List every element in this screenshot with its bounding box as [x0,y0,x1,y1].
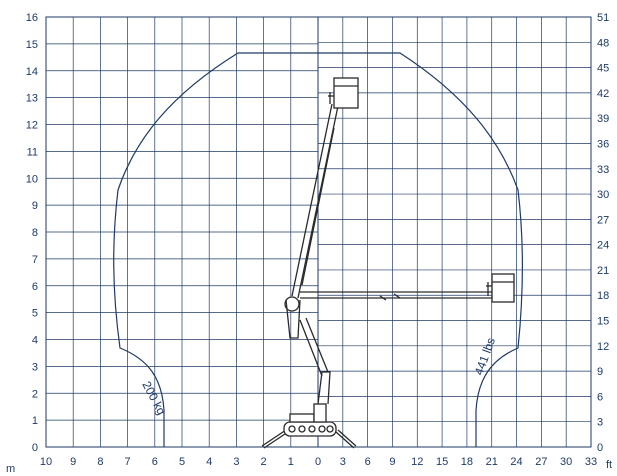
y-tick-label-ft: 3 [597,417,603,429]
x-tick-label-m: 6 [152,456,158,468]
turret [313,371,331,423]
lower-boom [284,296,329,377]
y-tick-label-m: 9 [32,200,38,212]
machine-illustration [261,77,515,449]
x-axis-right-ticks: 3 6 9 12 15 18 21 24 27 30 33 [340,456,597,468]
y-tick-label-ft: 0 [597,442,603,454]
y-tick-label-ft: 51 [597,12,609,24]
x-tick-label-ft: 21 [486,456,498,468]
x-tick-label-m: 3 [233,456,239,468]
x-tick-label-ft: 12 [411,456,423,468]
y-tick-label-m: 6 [32,281,38,293]
x-tick-label-m: 4 [206,456,212,468]
x-axis-unit-ft: ft [606,459,612,471]
x-tick-label-m: 5 [179,456,185,468]
upper-boom-raised [291,103,339,299]
x-tick-label-ft: 33 [585,456,597,468]
x-tick-label-m: 8 [97,456,103,468]
x-axis-unit-m: m [6,463,15,475]
y-tick-label-ft: 45 [597,63,609,75]
y-tick-label-m: 0 [32,442,38,454]
x-tick-label-m: 1 [288,456,294,468]
y-tick-label-ft: 48 [597,37,609,49]
y-tick-label-m: 4 [32,335,38,347]
basket-raised [328,77,359,109]
outrigger-left [261,429,289,449]
working-envelope [113,52,524,447]
y-tick-label-m: 3 [32,361,38,373]
y-tick-label-ft: 9 [597,366,603,378]
y-tick-label-ft: 30 [597,189,609,201]
y-tick-label-m: 1 [32,415,38,427]
y-tick-label-ft: 24 [597,240,609,252]
y-tick-label-m: 2 [32,388,38,400]
x-tick-label-m: 10 [40,456,52,468]
x-tick-label-ft: 9 [389,456,395,468]
y-tick-label-m: 11 [27,146,38,158]
y-tick-label-m: 8 [32,227,38,239]
y-tick-label-ft: 36 [597,138,609,150]
y-tick-label-ft: 42 [597,88,609,100]
y-tick-label-m: 13 [26,93,38,105]
y-tick-label-m: 14 [26,66,38,78]
x-tick-label-m: 2 [261,456,267,468]
upper-boom-horizontal [300,291,492,301]
y-tick-label-m: 5 [32,308,38,320]
x-tick-label-m: 0 [315,456,321,468]
y-tick-label-ft: 33 [597,164,609,176]
y-tick-label-m: 16 [26,12,38,24]
x-tick-label-m: 9 [70,456,76,468]
y-tick-label-m: 7 [32,254,38,266]
outrigger-right [335,429,357,449]
x-tick-label-ft: 15 [436,456,448,468]
y-tick-label-ft: 6 [597,391,603,403]
x-tick-label-ft: 27 [535,456,547,468]
x-tick-label-ft: 6 [365,456,371,468]
y-tick-label-ft: 27 [597,214,609,226]
x-tick-label-ft: 24 [510,456,522,468]
y-tick-label-ft: 18 [597,290,609,302]
y-tick-label-m: 12 [26,120,38,132]
basket-horizontal [486,273,515,303]
y-tick-label-m: 10 [26,173,38,185]
y-tick-label-ft: 12 [597,341,609,353]
x-tick-label-m: 7 [125,456,131,468]
y-tick-label-m: 15 [26,39,38,51]
y-tick-label-ft: 39 [597,113,609,125]
x-tick-label-ft: 18 [461,456,473,468]
x-tick-label-ft: 3 [340,456,346,468]
x-tick-label-ft: 30 [560,456,572,468]
y-tick-label-ft: 15 [597,316,609,328]
y-tick-label-ft: 21 [597,265,609,277]
